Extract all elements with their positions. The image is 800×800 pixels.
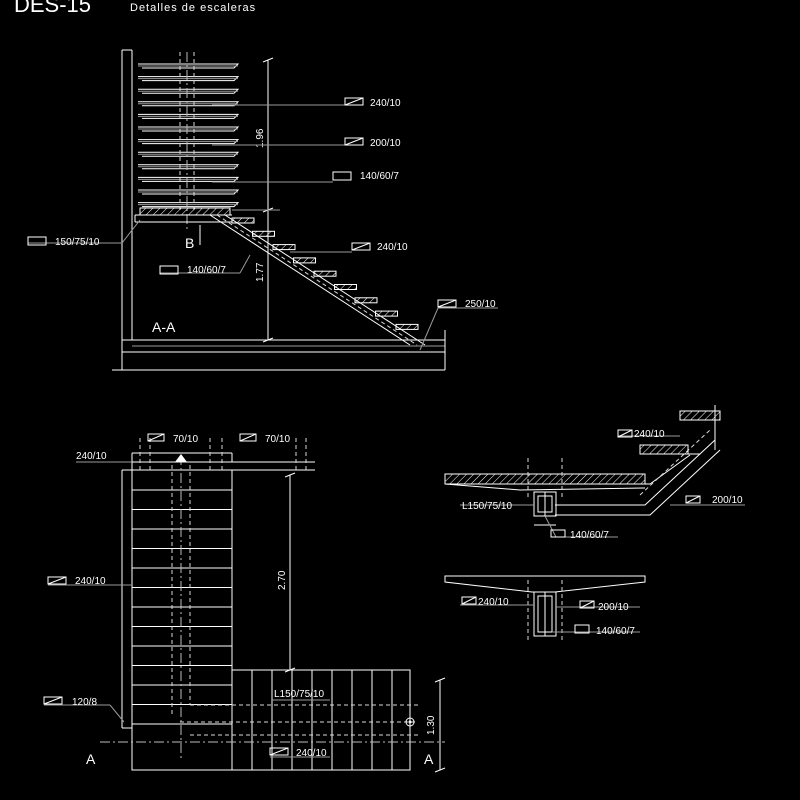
detail-bottom-label-2: 200/10 [556, 600, 640, 613]
detail-top-label-3: 140/60/7 [544, 515, 618, 541]
svg-text:140/60/7: 140/60/7 [596, 626, 635, 637]
svg-text:240/10: 240/10 [377, 242, 408, 253]
lower-tread [375, 310, 398, 317]
plan-label-3: 240/10 [76, 451, 132, 463]
svg-text:140/60/7: 140/60/7 [570, 530, 609, 541]
svg-text:240/10: 240/10 [76, 451, 107, 462]
lower-tread [272, 244, 296, 251]
svg-text:140/60/7: 140/60/7 [360, 171, 399, 182]
plan-treads-vertical [132, 489, 232, 725]
svg-text:240/10: 240/10 [296, 748, 327, 759]
cut-label-left: A [86, 751, 96, 767]
lower-tread [354, 297, 378, 304]
drawing-subtitle: Detalles de escaleras [130, 2, 256, 14]
svg-text:250/10: 250/10 [465, 299, 496, 310]
dimension-plan-vertical: 2.70 [277, 570, 288, 590]
profile-label-3: 140/60/7 [212, 171, 399, 183]
plan-label-4: 240/10 [47, 576, 132, 587]
svg-text:120/8: 120/8 [72, 697, 97, 708]
lower-tread [334, 284, 357, 290]
svg-text:140/60/7: 140/60/7 [187, 265, 226, 276]
svg-text:200/10: 200/10 [370, 138, 401, 149]
lower-tread [293, 257, 316, 264]
dimension-lower: 1.77 [255, 262, 266, 282]
svg-text:240/10: 240/10 [478, 597, 509, 608]
detail-bottom-label-1: 240/10 [460, 596, 534, 608]
lower-tread [313, 270, 337, 277]
cut-label-right: A [424, 751, 434, 767]
plan-view: 2.70 1.30 A A 70/10 70/10 240/10 240/10 [43, 433, 446, 773]
detail-tread: 240/10 200/10 140/60/7 [444, 575, 646, 640]
dimension-plan-horizontal: 1.30 [426, 715, 437, 735]
detail-landing: 240/10 L150/75/10 140/60/7 200/10 [444, 405, 745, 541]
lower-tread [252, 230, 275, 237]
section-view: 1.96 1.77 B A-A 240/10 200/10 140/60/7 1… [27, 49, 498, 371]
plan-label-5: 120/8 [43, 696, 125, 723]
lower-tread [231, 217, 255, 224]
svg-text:200/10: 200/10 [712, 495, 743, 506]
svg-text:L150/75/10: L150/75/10 [462, 501, 512, 512]
svg-text:L150/75/10: L150/75/10 [274, 689, 324, 700]
detail-top-label-4: 200/10 [670, 495, 745, 506]
point-label-b: B [185, 235, 194, 251]
svg-text:240/10: 240/10 [370, 98, 401, 109]
upper-treads [138, 63, 240, 208]
plan-treads-horizontal [251, 670, 393, 770]
profile-label-1: 240/10 [212, 97, 401, 109]
profile-label-4: 150/75/10 [27, 219, 141, 248]
plan-label-1: 70/10 [147, 433, 198, 445]
svg-text:70/10: 70/10 [173, 434, 198, 445]
plan-label-7: 240/10 [269, 747, 330, 759]
svg-text:200/10: 200/10 [598, 602, 629, 613]
profile-label-2: 200/10 [212, 137, 401, 149]
dimension-upper: 1.96 [255, 128, 266, 148]
detail-bottom-label-3: 140/60/7 [552, 624, 640, 637]
plan-label-6: L150/75/10 [272, 689, 330, 701]
svg-text:150/75/10: 150/75/10 [55, 237, 100, 248]
detail-top-label-1: 240/10 [617, 429, 680, 440]
profile-label-7: 250/10 [419, 299, 498, 351]
section-label: A-A [152, 319, 176, 335]
lower-treads [231, 217, 419, 330]
svg-text:240/10: 240/10 [75, 576, 106, 587]
detail-top-label-2: L150/75/10 [460, 501, 534, 512]
lower-tread [395, 323, 419, 330]
svg-text:240/10: 240/10 [634, 429, 665, 440]
title-block: DES-15 Detalles de escaleras [14, 0, 256, 17]
svg-text:70/10: 70/10 [265, 434, 290, 445]
plan-label-2: 70/10 [239, 433, 290, 445]
profile-label-5: 240/10 [290, 242, 408, 253]
profile-label-6: 140/60/7 [159, 254, 251, 276]
drawing-code: DES-15 [14, 0, 91, 17]
